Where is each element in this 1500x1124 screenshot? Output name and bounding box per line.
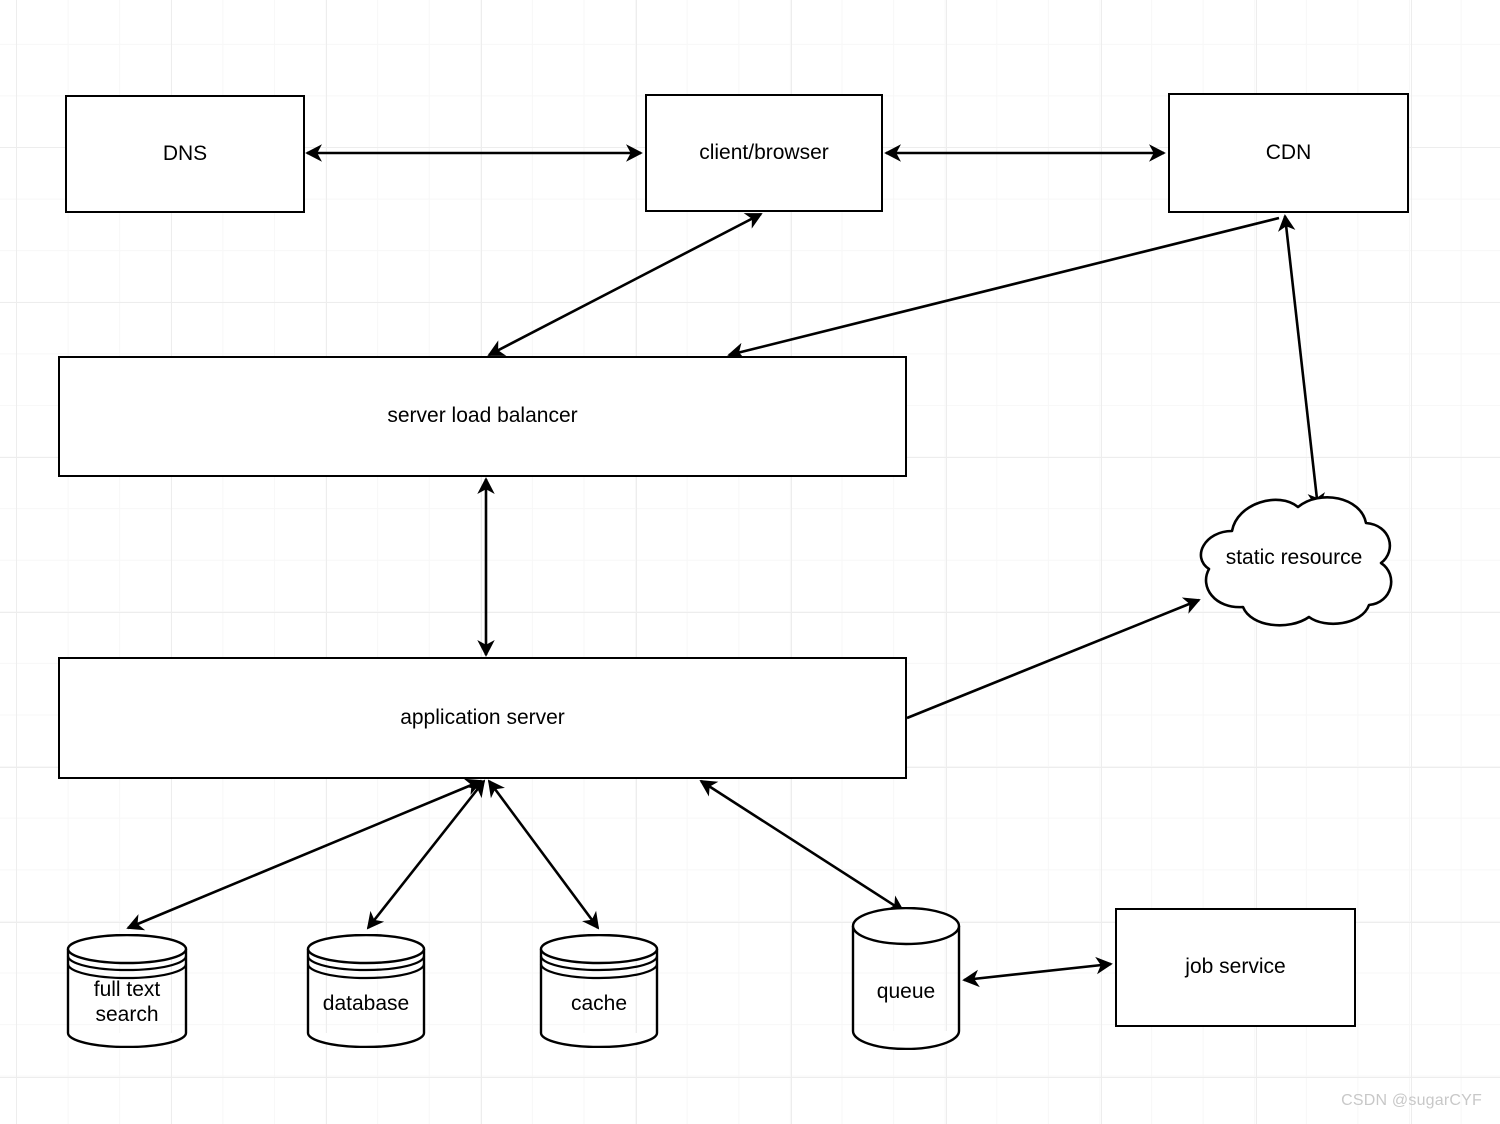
edge-slb-client (487, 212, 763, 357)
node-dns-label: DNS (162, 141, 208, 165)
edge-cdn-static (1278, 214, 1325, 510)
node-database[interactable]: database (305, 934, 427, 1048)
node-cdn[interactable]: CDN (1168, 93, 1409, 213)
node-cache[interactable]: cache (538, 934, 660, 1048)
cylinder-shape (66, 934, 188, 1048)
node-client-browser-label: client/browser (699, 140, 829, 164)
node-application-server-label: application server (400, 705, 565, 729)
node-server-load-balancer-label: server load balancer (387, 404, 578, 428)
node-dns[interactable]: DNS (65, 95, 305, 213)
edge-appserver-db (366, 779, 486, 930)
edge-cdn-slb (727, 216, 1280, 360)
edge-appserver-static (906, 597, 1201, 720)
node-job-service-label: job service (1185, 955, 1286, 979)
cylinder-shape (851, 907, 961, 1050)
node-full-text-search[interactable]: full text search (65, 934, 189, 1048)
node-application-server[interactable]: application server (58, 657, 907, 779)
cylinder-shape (306, 934, 426, 1048)
node-cdn-label: CDN (1265, 140, 1312, 164)
cylinder-shape (539, 934, 659, 1048)
edge-queue-jobservice (962, 956, 1113, 988)
node-queue-label: queue (876, 980, 936, 1004)
node-static-resource-label: static resource (1225, 545, 1363, 569)
edge-appserver-cache (487, 779, 600, 930)
node-static-resource[interactable]: static resource (1185, 487, 1403, 629)
node-cache-label: cache (570, 991, 628, 1015)
edge-appserver-queue (699, 779, 905, 913)
node-database-label: database (322, 991, 410, 1015)
node-client-browser[interactable]: client/browser (645, 94, 883, 212)
node-queue[interactable]: queue (850, 907, 962, 1050)
cloud-shape (1199, 496, 1393, 627)
node-job-service[interactable]: job service (1115, 908, 1356, 1027)
edge-appserver-fts (126, 778, 483, 931)
node-server-load-balancer[interactable]: server load balancer (58, 356, 907, 477)
csdn-watermark: CSDN @sugarCYF (1341, 1092, 1482, 1109)
node-full-text-search-label: full text search (93, 978, 161, 1026)
